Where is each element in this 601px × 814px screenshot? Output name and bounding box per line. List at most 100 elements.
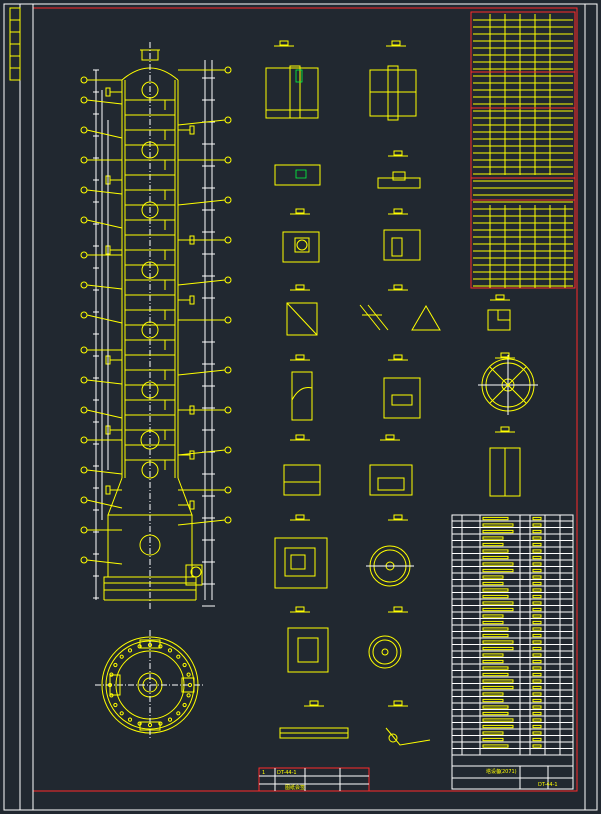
parts-text-stroke [532, 601, 542, 605]
parts-text-stroke [532, 640, 542, 644]
parts-text-stroke [532, 744, 542, 748]
parts-text-stroke [532, 614, 542, 618]
leader-line [86, 559, 123, 565]
leader-balloon [80, 466, 88, 474]
parts-text-stroke [532, 542, 542, 547]
parts-list-table [451, 514, 574, 756]
parts-text-stroke [482, 718, 514, 722]
detail-title-mark [295, 514, 305, 520]
detail-labels [274, 40, 515, 707]
detail-views [265, 65, 538, 746]
parts-text-stroke [532, 568, 542, 573]
parts-text-stroke [482, 731, 504, 735]
parts-text-stroke [482, 594, 509, 599]
title-block: 塔设备 (2071) DT-44-1 [451, 754, 574, 790]
parts-text-stroke [532, 627, 542, 631]
leader-line [86, 219, 123, 229]
leader-line [86, 409, 123, 419]
parts-text-stroke [532, 581, 542, 586]
leader-balloon [80, 281, 88, 289]
bolt-hole [109, 672, 114, 677]
bolt-hole [137, 721, 142, 726]
parts-text-stroke [532, 659, 542, 664]
parts-text-stroke [482, 562, 514, 566]
leader-balloon [80, 76, 88, 84]
leader-balloon [224, 516, 232, 524]
bolt-hole [113, 662, 118, 668]
tower-plan-view [95, 630, 205, 740]
leader-balloon [224, 196, 232, 204]
leader-balloon [80, 436, 88, 444]
nozzle-flange [105, 485, 111, 495]
nozzle-flange [105, 87, 111, 97]
bolt-hole [127, 648, 133, 653]
parts-text-stroke [482, 536, 504, 540]
detail-title-mark [295, 284, 305, 290]
parts-text-stroke [482, 620, 504, 625]
parts-text-stroke [532, 692, 542, 696]
stamp-label: 图纸会签 [285, 784, 305, 791]
parts-text-stroke [532, 685, 542, 690]
bolt-hole [176, 654, 181, 659]
leader-line [177, 199, 226, 206]
leader-balloon [224, 406, 232, 414]
leader-balloon [80, 216, 88, 224]
parts-text-stroke [532, 575, 542, 579]
bolt-hole [186, 693, 191, 698]
bolt-hole [137, 644, 142, 649]
parts-text-stroke [482, 685, 514, 690]
leader-line [86, 499, 123, 509]
parts-text-stroke [532, 607, 542, 612]
detail-title-mark [391, 40, 401, 46]
nozzle-flange [189, 125, 195, 135]
parts-text-stroke [482, 542, 504, 547]
bolt-hole [187, 682, 193, 688]
parts-text-stroke [532, 594, 542, 599]
parts-text-stroke [482, 724, 514, 729]
nozzle-flange [189, 450, 195, 460]
leader-balloon [80, 156, 88, 164]
stamp-code: DT-44-1 [277, 770, 297, 776]
nozzle-flange [189, 500, 195, 510]
leader-line [177, 369, 226, 376]
parts-text-stroke [482, 659, 504, 664]
parts-text-stroke [482, 692, 504, 696]
tower-dimensions [95, 60, 213, 600]
leader-balloon [80, 526, 88, 534]
dimension-ticks [93, 69, 215, 607]
detail-title-mark [295, 606, 305, 612]
leader-balloon [224, 446, 232, 454]
stamp-row: 1 [262, 770, 265, 776]
binding-strip [9, 7, 21, 81]
parts-text-stroke [482, 588, 509, 592]
bolt-hole [182, 662, 187, 668]
parts-text-stroke [482, 633, 509, 638]
parts-text-stroke [482, 568, 514, 573]
title-block-code: (2071) [500, 769, 517, 775]
parts-text-stroke [482, 640, 514, 644]
detail-title-mark [500, 352, 510, 358]
drawing-number: DT-44-1 [538, 782, 558, 788]
leader-balloon [80, 186, 88, 194]
parts-text-stroke [532, 653, 542, 657]
detail-title-mark [500, 426, 510, 432]
leader-balloon [224, 66, 232, 74]
leader-line [86, 314, 123, 324]
leader-line [177, 449, 226, 456]
leader-line [86, 189, 123, 195]
leader-line [86, 129, 123, 139]
parts-text-stroke [482, 698, 504, 703]
parts-text-stroke [532, 705, 542, 709]
leader-balloons [80, 66, 232, 565]
detail-title-mark [295, 434, 305, 440]
parts-text-stroke [532, 516, 542, 521]
parts-text-stroke [532, 672, 542, 677]
detail-title-mark [279, 40, 289, 46]
design-data-table [470, 11, 576, 289]
detail-title-mark [393, 354, 403, 360]
bolt-hole [113, 702, 118, 708]
parts-text-stroke [532, 711, 542, 716]
detail-title-mark [393, 700, 403, 706]
bolt-hole [167, 648, 173, 653]
